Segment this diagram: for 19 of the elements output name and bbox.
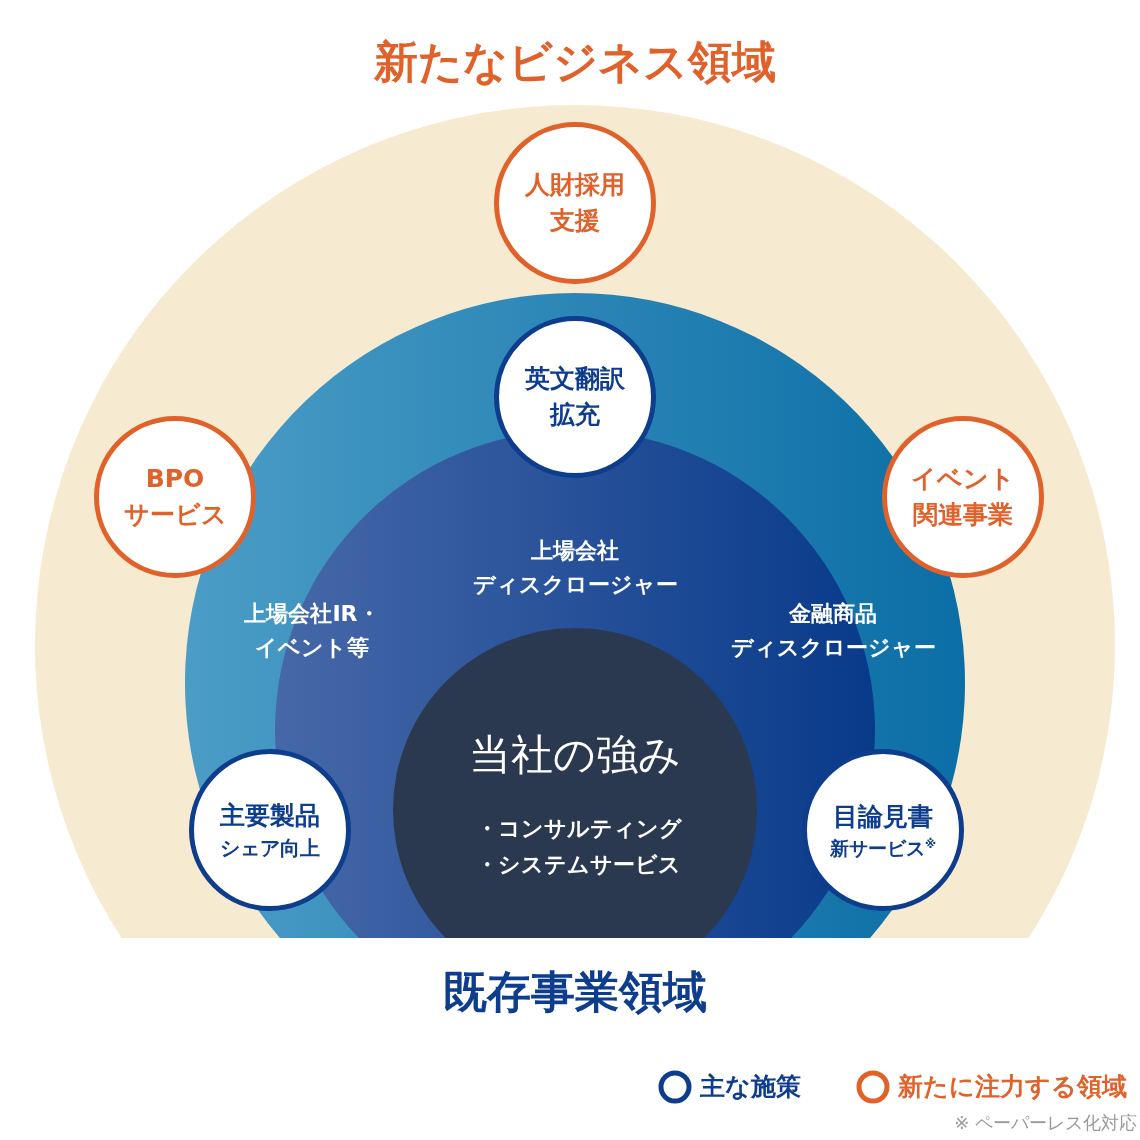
bullet-item: ・コンサルティング — [476, 815, 682, 843]
region-label: 金融商品ディスクロージャー — [729, 600, 937, 662]
region-label: 上場会社IR・イベント等 — [243, 600, 381, 662]
bullet-item: ・システムサービス — [476, 851, 681, 879]
footnote: ※ ペーパーレス化対応 — [954, 1112, 1137, 1134]
circle-label: 英文翻訳拡充 — [525, 363, 625, 431]
circle-label: 目論見書 — [833, 800, 933, 833]
legend-label: 主な施策 — [700, 1071, 801, 1103]
section-heading: 既存事業領域 — [442, 966, 708, 1019]
circle-label: 新サービス$^{※}$ — [829, 835, 937, 861]
circle-label: 人財採用支援 — [525, 169, 625, 237]
circle-label: シェア向上 — [220, 835, 320, 862]
circle-label: BPOサービス — [123, 463, 227, 531]
circle-label: イベント関連事業 — [911, 463, 1015, 531]
circle-label: 主要製品 — [220, 800, 320, 832]
legend-label: 新たに注力する領域 — [898, 1071, 1127, 1103]
core-title: 当社の強み — [468, 731, 682, 780]
region-label: 上場会社ディスクロージャー — [471, 537, 679, 599]
section-heading: 新たなビジネス領域 — [373, 36, 777, 89]
